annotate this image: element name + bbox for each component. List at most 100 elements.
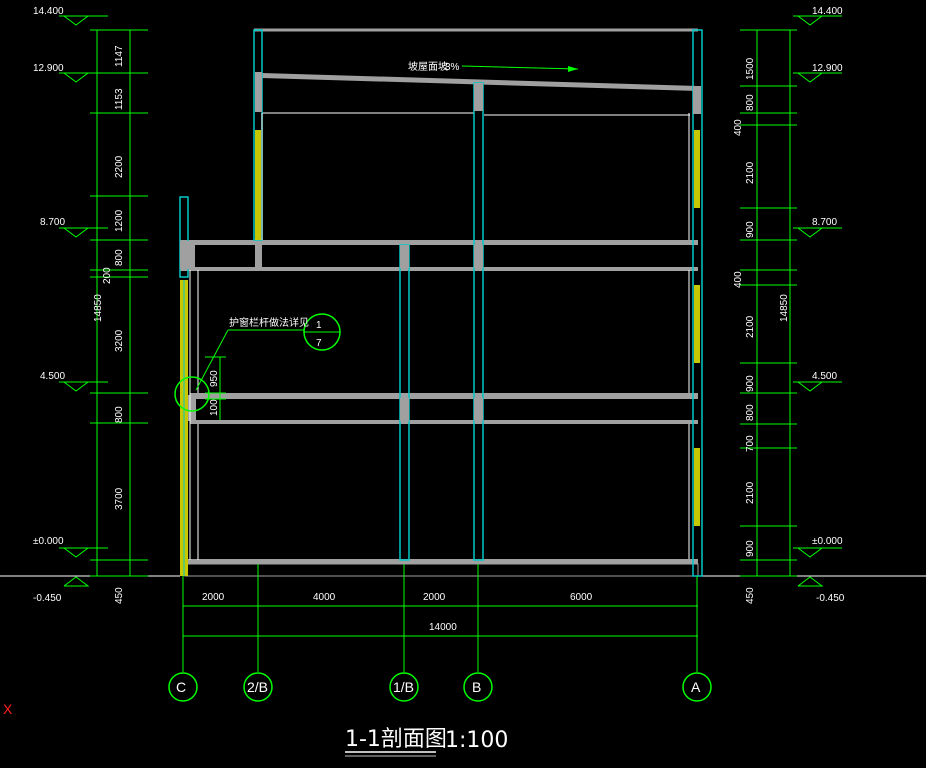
elev-right-neg: -0.450: [816, 593, 845, 604]
axis-a-label: A: [691, 679, 701, 695]
axis-2b: 2/B: [243, 564, 273, 702]
left-dim-800: 800: [114, 249, 125, 266]
elevation-triangle-left: [63, 227, 90, 238]
left-dim-1147: 1147: [114, 45, 125, 67]
elevation-triangle-left-below: [63, 576, 90, 587]
axis-b: B: [463, 564, 493, 702]
left-dim-800b: 800: [114, 406, 125, 423]
window-a-2: [694, 285, 700, 363]
axis-b-label: B: [472, 679, 481, 695]
slab-ground: [185, 559, 698, 564]
left-dim-200: 200: [102, 267, 113, 284]
beam-line-4500: [190, 420, 698, 424]
column-2b-beam: [255, 72, 262, 112]
column-a-joint-roof: [693, 86, 701, 114]
elevation-markers-left: 14.400 12.900 8.700 4.500 ±0.000 -0.450: [33, 6, 65, 604]
detail-numerator: 1: [316, 320, 322, 331]
axis-b-bubble: [463, 672, 493, 702]
railing-dim-100: 100: [209, 399, 220, 416]
title-main: 1-1剖面图: [345, 727, 447, 752]
detail-target-circle: [174, 376, 210, 412]
column-b: [473, 82, 484, 561]
right-dim-700: 700: [745, 435, 756, 452]
roof-slope-arrowhead: [568, 66, 578, 72]
elev-left-14400: 14.400: [33, 6, 64, 17]
elevation-triangle-left: [63, 72, 90, 83]
left-dimension-chain: 1147 1153 2200 1200 800 200 3200 800 370…: [90, 29, 148, 604]
column-b-joint-lower: [474, 398, 483, 421]
column-b-joint-roof: [474, 83, 483, 111]
parapet-c: [179, 196, 189, 278]
ground-beam: [184, 563, 699, 577]
right-dim-900c: 900: [745, 540, 756, 557]
roof-note-slope: 3%: [445, 62, 460, 73]
right-dim-2100: 2100: [745, 161, 756, 184]
right-dimension-chain: 1500 800 400 2100 900 400 2100 900 800 7…: [733, 29, 797, 604]
elev-right-8700: 8.700: [812, 217, 837, 228]
elevation-triangle-right: [797, 547, 824, 558]
drawing-title: 1-1剖面图 1:100: [345, 727, 508, 757]
right-dim-total: 14850: [779, 294, 790, 322]
left-dim-3200: 3200: [114, 329, 125, 352]
elev-right-4500: 4.500: [812, 371, 837, 382]
ucs-x-mark: X: [3, 701, 13, 717]
elevation-triangle-left: [63, 15, 90, 26]
grid-axes: C 2/B 1/B B A: [168, 564, 712, 702]
elev-left-neg: -0.450: [33, 593, 62, 604]
elevation-triangle-right: [797, 72, 824, 83]
window-left-upper: [255, 130, 261, 240]
column-1b-joint-lower: [400, 398, 409, 421]
right-dim-2100c: 2100: [745, 481, 756, 504]
bottom-dim-2000b: 2000: [423, 592, 446, 603]
beam-c-lower: [188, 395, 196, 421]
right-dim-450: 450: [745, 587, 756, 604]
elevation-triangle-right: [797, 15, 824, 26]
axis-2b-bubble: [243, 672, 273, 702]
window-a-3: [694, 130, 700, 208]
right-dim-800: 800: [745, 94, 756, 111]
left-dim-total: 14850: [93, 294, 104, 322]
elevation-triangle-left: [63, 547, 90, 558]
beam-c-upper: [180, 241, 195, 269]
column-1b-joint-upper: [400, 245, 409, 268]
elev-right-14400: 14.400: [812, 6, 843, 17]
detail-note-label: 护窗栏杆做法详见: [229, 316, 309, 329]
left-dim-2200: 2200: [114, 155, 125, 178]
bottom-dim-4000: 4000: [313, 592, 336, 603]
right-dim-800b: 800: [745, 404, 756, 421]
axis-c-bubble: [168, 672, 198, 702]
bottom-dim-6000: 6000: [570, 592, 593, 603]
roof-slab: [262, 73, 698, 91]
title-scale: 1:100: [445, 728, 508, 753]
elevation-markers-right: 14.400 12.900 8.700 4.500 ±0.000 -0.450: [812, 6, 845, 604]
elevation-triangle-left: [63, 381, 90, 392]
roof-slope-arrow: [461, 65, 579, 70]
right-dim-400b: 400: [733, 271, 744, 288]
right-dim-2100b: 2100: [745, 315, 756, 338]
column-2b-joint: [255, 245, 262, 269]
left-dim-450: 450: [114, 587, 125, 604]
elevation-triangle-right-below: [797, 576, 824, 587]
right-dim-400: 400: [733, 119, 744, 136]
axis-1b: 1/B: [389, 564, 419, 702]
railing-dim-950: 950: [209, 370, 220, 387]
right-dim-1500: 1500: [745, 57, 756, 80]
left-dim-1153: 1153: [114, 88, 125, 110]
axis-a: A: [682, 576, 712, 702]
axis-1b-label: 1/B: [393, 679, 414, 695]
slab-8700: [180, 240, 698, 245]
bottom-dim-total: 14000: [429, 622, 457, 633]
window-a-1: [694, 448, 700, 526]
elev-left-8700: 8.700: [40, 217, 65, 228]
elev-left-0: ±0.000: [33, 536, 64, 547]
left-dim-1200: 1200: [114, 209, 125, 232]
bottom-dimension-chain: 2000 4000 2000 6000 14000: [182, 592, 698, 642]
axis-1b-bubble: [389, 672, 419, 702]
bottom-dim-2000a: 2000: [202, 592, 225, 603]
axis-a-bubble: [682, 672, 712, 702]
elev-right-0: ±0.000: [812, 536, 843, 547]
roof-note-label: 坡屋面坡: [408, 60, 448, 73]
right-dim-900: 900: [745, 221, 756, 238]
axis-2b-label: 2/B: [247, 679, 268, 695]
